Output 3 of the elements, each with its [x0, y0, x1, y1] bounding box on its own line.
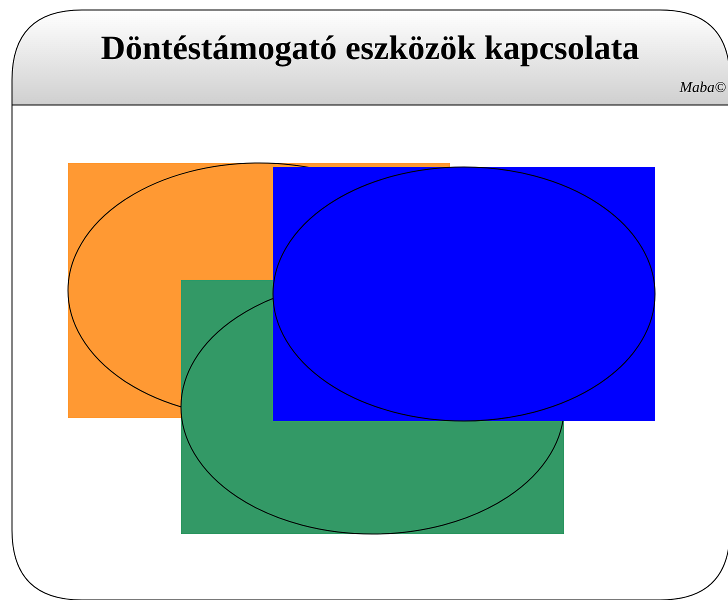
title: Döntéstámogató eszközök kapcsolata	[100, 30, 640, 68]
author-mark: Maba©	[680, 80, 726, 97]
rectangle-with-ellipse	[273, 167, 655, 421]
